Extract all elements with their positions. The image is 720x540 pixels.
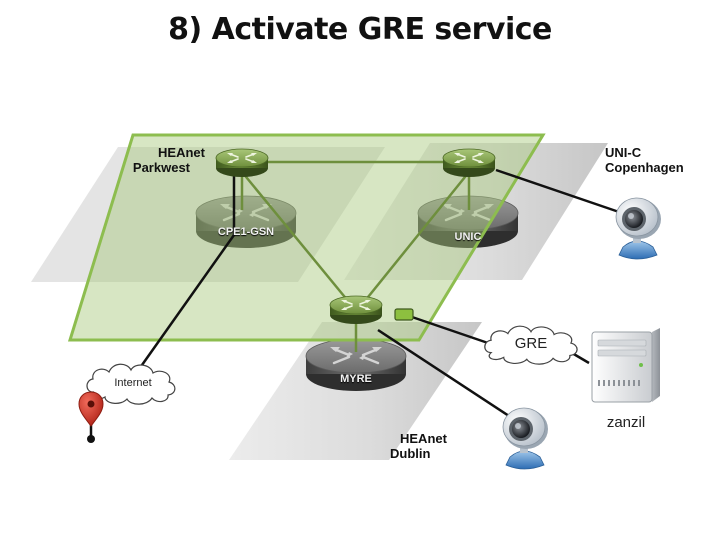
site-label-copenhagen: UNI-C Copenhagen: [605, 145, 684, 175]
site-label-copenhagen-line1: UNI-C: [605, 145, 642, 160]
site-label-dublin-line2: Dublin: [390, 446, 431, 461]
site-label-copenhagen-line2: Copenhagen: [605, 160, 684, 175]
slice-router-dublin-icon[interactable]: [329, 295, 383, 325]
router-label-myre: MYRE: [340, 373, 372, 385]
slide-title: 8) Activate GRE service: [168, 12, 552, 47]
router-label-unic: UNIC: [454, 231, 482, 243]
server-icon[interactable]: [591, 328, 660, 403]
site-label-parkwest-line2: Parkwest: [132, 160, 190, 175]
site-label-dublin: HEAnet Dublin: [390, 431, 447, 461]
router-label-cpe1-gsn: CPE1-GSN: [217, 226, 275, 238]
webcam-copenhagen-icon[interactable]: [615, 197, 662, 260]
site-label-dublin-line1: HEAnet: [400, 431, 447, 446]
site-label-parkwest: HEAnet Parkwest: [110, 145, 205, 175]
interface-port-icon[interactable]: [394, 308, 414, 321]
cloud-label-gre: GRE: [514, 335, 548, 352]
slice-router-copenhagen-icon[interactable]: [442, 148, 496, 178]
cloud-label-internet: Internet: [114, 377, 152, 389]
map-pin-icon[interactable]: [78, 391, 104, 443]
server-name-label: zanzil: [606, 414, 646, 431]
physical-links: [89, 168, 623, 439]
slice-links: [240, 160, 471, 352]
site-label-parkwest-line1: HEAnet: [158, 145, 205, 160]
slice-router-parkwest-icon[interactable]: [215, 148, 269, 178]
webcam-dublin-icon[interactable]: [502, 407, 549, 470]
overlay-slice-plane: [67, 133, 546, 342]
